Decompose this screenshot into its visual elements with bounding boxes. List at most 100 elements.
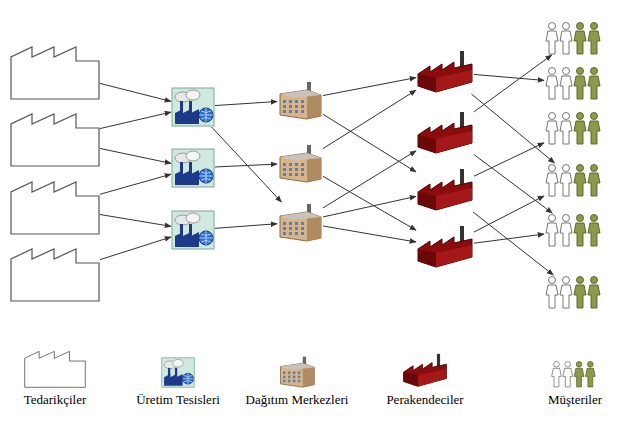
flow-arrow	[215, 224, 277, 229]
flow-arrow	[100, 112, 171, 128]
flow-arrow	[323, 226, 416, 242]
node-shape	[10, 112, 100, 167]
customer-icon	[546, 277, 600, 309]
node-shape	[544, 111, 606, 145]
legend-label: Tedarikçiler	[24, 392, 87, 408]
distribution-icon	[280, 82, 321, 119]
supplier-icon	[11, 249, 99, 301]
supplier-icon	[11, 114, 99, 166]
node-shape	[416, 50, 474, 94]
plant-icon	[172, 88, 214, 126]
plant-icon	[172, 149, 214, 187]
node-shape	[544, 213, 606, 247]
legend-entry: Dağıtım Merkezleri	[246, 348, 349, 408]
supplier-icon	[11, 182, 99, 234]
cus-node	[544, 66, 606, 100]
customer-icon	[552, 362, 596, 387]
legend-label: Üretim Tesisleri	[136, 392, 220, 408]
node-shape	[544, 163, 606, 197]
sup-node	[10, 247, 100, 302]
node-shape	[171, 148, 215, 188]
flow-arrow	[474, 196, 544, 232]
ret-node	[416, 168, 474, 212]
supplier-icon	[11, 47, 99, 99]
customer-icon	[546, 113, 600, 145]
node-shape	[416, 225, 474, 269]
flow-arrow	[215, 102, 277, 106]
legend-sample	[550, 348, 600, 388]
flow-arrow	[100, 148, 171, 163]
flow-arrow	[100, 174, 171, 194]
node-shape	[416, 168, 474, 212]
flow-arrow	[323, 90, 416, 148]
flow-arrow	[100, 83, 171, 101]
node-shape	[171, 210, 215, 250]
node-shape	[277, 143, 323, 183]
distribution-icon	[280, 204, 321, 241]
node-shape	[10, 45, 100, 100]
ret-node	[416, 225, 474, 269]
dc-node	[277, 80, 323, 120]
flow-arrow	[474, 155, 552, 213]
plant-node	[171, 148, 215, 188]
node-shape	[10, 180, 100, 235]
node-shape	[277, 80, 323, 120]
flow-arrow	[323, 176, 416, 230]
legend-sample	[161, 348, 195, 388]
legend-icon	[402, 353, 448, 388]
cus-node	[544, 111, 606, 145]
distribution-icon	[280, 357, 314, 388]
legend-sample	[402, 348, 448, 388]
legend-sample	[278, 348, 316, 388]
node-shape	[544, 66, 606, 100]
legend-entry: Perakendeciler	[386, 348, 463, 408]
customer-icon	[546, 68, 600, 100]
legend-entry: Üretim Tesisleri	[136, 348, 220, 408]
retailer-icon	[418, 226, 472, 267]
node-shape	[10, 247, 100, 302]
legend-entry: Tedarikçiler	[24, 348, 87, 408]
customer-icon	[546, 165, 600, 197]
cus-node	[544, 213, 606, 247]
node-shape	[416, 111, 474, 155]
legend-label: Dağıtım Merkezleri	[246, 392, 349, 408]
plant-node	[171, 210, 215, 250]
plant-node	[171, 87, 215, 127]
dc-node	[277, 143, 323, 183]
retailer-icon	[418, 169, 472, 210]
retailer-icon	[418, 51, 472, 92]
flow-arrow	[474, 74, 544, 80]
node-shape	[544, 275, 606, 309]
flow-arrow	[474, 234, 544, 243]
flow-arrow	[323, 78, 416, 96]
sup-node	[10, 112, 100, 167]
flow-arrow	[100, 215, 171, 227]
legend-sample	[24, 348, 86, 388]
flow-arrow	[473, 212, 553, 275]
node-shape	[277, 202, 323, 242]
legend-label: Müşteriler	[548, 392, 602, 408]
flow-arrow	[100, 237, 171, 260]
supplier-icon	[25, 351, 86, 387]
retailer-icon	[418, 112, 472, 153]
sup-node	[10, 45, 100, 100]
cus-node	[544, 163, 606, 197]
flow-arrow	[215, 164, 277, 167]
sup-node	[10, 180, 100, 235]
legend-icon	[278, 355, 316, 388]
legend-entry: Müşteriler	[548, 348, 602, 408]
legend-label: Perakendeciler	[386, 392, 463, 408]
plant-icon	[162, 358, 194, 387]
retailer-icon	[404, 354, 447, 387]
distribution-icon	[280, 145, 321, 182]
legend-icon	[24, 350, 86, 388]
ret-node	[416, 50, 474, 94]
cus-node	[544, 21, 606, 55]
customer-icon	[546, 215, 600, 247]
node-shape	[544, 21, 606, 55]
legend-icon	[550, 360, 600, 388]
flow-arrow	[474, 55, 552, 112]
flow-arrow	[323, 196, 416, 217]
dc-node	[277, 202, 323, 242]
